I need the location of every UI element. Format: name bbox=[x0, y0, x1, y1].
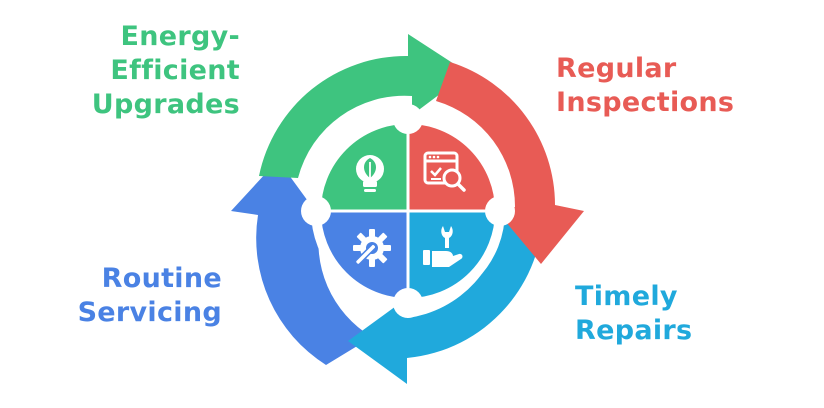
arrow-regular-inspections bbox=[436, 62, 584, 264]
label-energy-efficient-upgrades: Energy- Efficient Upgrades bbox=[92, 20, 240, 122]
label-line: Regular bbox=[556, 53, 677, 84]
label-line: Inspections bbox=[556, 87, 735, 118]
ring-knob-left bbox=[301, 196, 331, 226]
lightbulb-leaf-icon bbox=[356, 155, 384, 192]
arrow-routine-servicing bbox=[231, 160, 372, 365]
ring-knob-bottom bbox=[393, 288, 423, 318]
ring-knob-right bbox=[485, 196, 515, 226]
label-routine-servicing: Routine Servicing bbox=[78, 262, 222, 330]
label-line: Repairs bbox=[575, 315, 693, 346]
hand-wrench-icon bbox=[423, 226, 463, 267]
label-line: Energy- bbox=[120, 21, 240, 52]
quadrant-inspections bbox=[408, 121, 498, 211]
label-line: Efficient bbox=[110, 55, 240, 86]
ring-knob-top bbox=[393, 104, 423, 134]
label-regular-inspections: Regular Inspections bbox=[556, 52, 734, 120]
arrow-timely-repairs bbox=[348, 206, 544, 384]
label-line: Servicing bbox=[77, 297, 222, 328]
label-timely-repairs: Timely Repairs bbox=[575, 280, 692, 348]
label-line: Upgrades bbox=[91, 89, 240, 120]
arrow-energy-efficient-upgrades bbox=[259, 34, 468, 178]
label-line: Timely bbox=[575, 281, 678, 312]
label-line: Routine bbox=[101, 263, 222, 294]
browser-checklist-magnifier-icon bbox=[423, 151, 466, 192]
gear-wrench-icon bbox=[353, 229, 391, 267]
